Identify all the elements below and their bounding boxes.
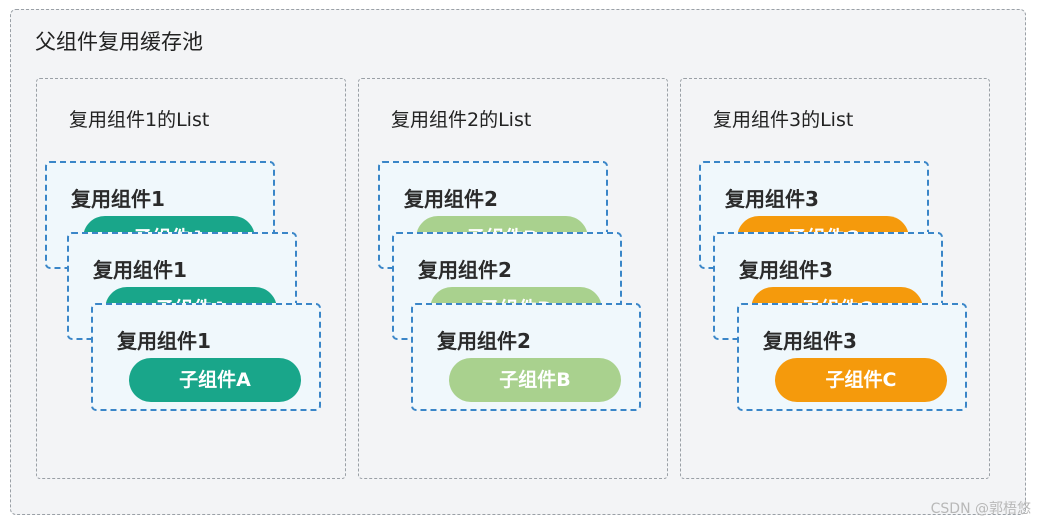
- card-title: 复用组件1: [117, 329, 211, 353]
- reuse-list-2: 复用组件2的List 复用组件2 子组件B 复用组件2 子组件B 复用组件2 子…: [358, 78, 668, 479]
- card-title: 复用组件3: [763, 329, 857, 353]
- reusable-component-card: 复用组件3 子组件C: [737, 303, 967, 411]
- reusable-component-card: 复用组件1 子组件A: [91, 303, 321, 411]
- list-title: 复用组件3的List: [713, 109, 854, 131]
- card-title: 复用组件2: [404, 187, 498, 211]
- card-title: 复用组件2: [418, 258, 512, 282]
- parent-reuse-cache-pool: 父组件复用缓存池 复用组件1的List 复用组件1 子组件A 复用组件1 子组件…: [10, 9, 1026, 515]
- child-component-pill: 子组件B: [449, 358, 621, 402]
- card-title: 复用组件3: [725, 187, 819, 211]
- child-component-pill: 子组件A: [129, 358, 301, 402]
- watermark: CSDN @郭梧悠: [930, 501, 1031, 517]
- reusable-component-card: 复用组件2 子组件B: [411, 303, 641, 411]
- list-title: 复用组件1的List: [69, 109, 210, 131]
- card-title: 复用组件1: [71, 187, 165, 211]
- card-title: 复用组件3: [739, 258, 833, 282]
- child-component-pill: 子组件C: [775, 358, 947, 402]
- card-title: 复用组件2: [437, 329, 531, 353]
- card-title: 复用组件1: [93, 258, 187, 282]
- reuse-list-3: 复用组件3的List 复用组件3 子组件C 复用组件3 子组件C 复用组件3 子…: [680, 78, 990, 479]
- pool-title: 父组件复用缓存池: [35, 30, 203, 54]
- list-title: 复用组件2的List: [391, 109, 532, 131]
- reuse-list-1: 复用组件1的List 复用组件1 子组件A 复用组件1 子组件A 复用组件1 子…: [36, 78, 346, 479]
